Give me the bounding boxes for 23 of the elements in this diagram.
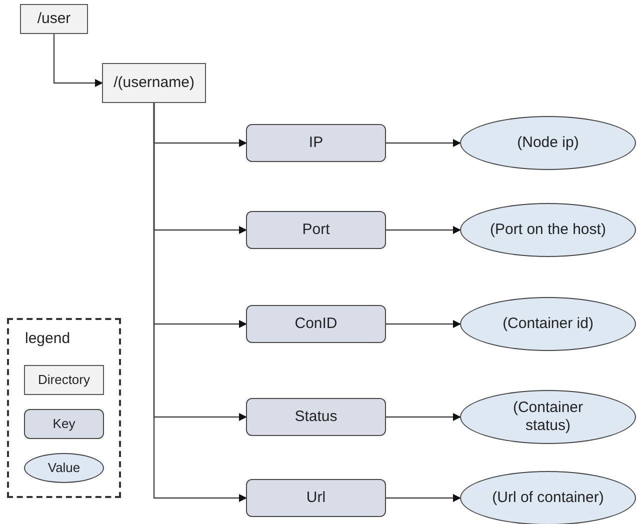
value-ellipse: (Url of container) [460, 471, 636, 524]
directory-box: /user [20, 4, 88, 34]
arrow [153, 103, 247, 502]
value-ellipse: (Node ip) [460, 116, 636, 170]
arrow [386, 413, 461, 421]
arrow [386, 139, 461, 147]
directory-box: /(username) [102, 63, 206, 103]
arrow [386, 320, 461, 328]
key-box: Url [246, 479, 386, 517]
value-ellipse: (Container status) [460, 390, 636, 444]
arrow [386, 226, 461, 234]
value-ellipse: (Container id) [460, 297, 636, 351]
key-box: Port [246, 211, 386, 249]
value-ellipse: (Port on the host) [460, 203, 636, 257]
key-box: IP [246, 124, 386, 162]
key-box: Status [246, 398, 386, 436]
arrow [53, 34, 103, 87]
legend-value-ellipse: Value [24, 452, 104, 482]
legend-directory-box: Directory [24, 364, 104, 394]
legend-title: legend [25, 329, 70, 349]
arrow [386, 494, 461, 502]
key-box: ConID [246, 305, 386, 343]
legend-key-box: Key [24, 408, 104, 438]
